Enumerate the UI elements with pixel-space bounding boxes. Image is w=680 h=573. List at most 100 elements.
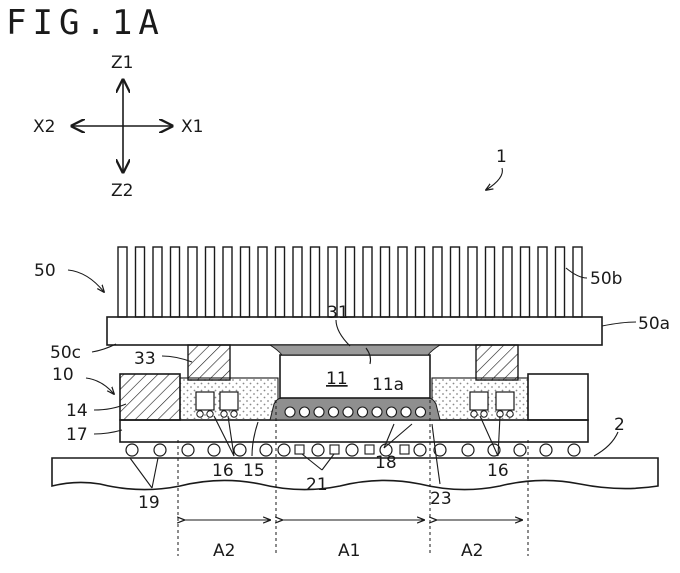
solder-ball: [311, 443, 325, 457]
solder-ball: [207, 443, 221, 457]
passive-component: [195, 391, 215, 418]
thermal-interface-material: [268, 344, 442, 356]
heatsink-fins: [117, 246, 583, 318]
axis-cross: Z1 Z2 X1 X2: [33, 53, 203, 201]
heatsink-fin: [502, 246, 513, 318]
component-block-right: [527, 373, 589, 421]
region-dimensions: A2 A1 A2: [184, 520, 522, 561]
heatsink-fin: [554, 246, 566, 318]
label-50: 50: [34, 261, 56, 281]
heatsink-fin: [239, 246, 251, 318]
solder-ball: [513, 443, 527, 457]
chip-bump: [371, 406, 383, 418]
heatsink-fin: [222, 246, 233, 318]
heatsink-fin: [362, 246, 373, 318]
leader-33: [161, 355, 193, 363]
chip-bump: [327, 406, 340, 418]
component-block: [119, 373, 181, 421]
label-50a: 50a: [638, 314, 670, 334]
reference-labels: 50 50b 50a 50c 10 33 31 11 11a 14 17 16 …: [34, 261, 670, 513]
board-pads: [294, 444, 410, 455]
leader-16-b: [227, 415, 235, 457]
passive-component: [219, 391, 239, 418]
solder-ball: [413, 443, 427, 457]
z2-label: Z2: [111, 181, 133, 201]
label-33: 33: [134, 349, 156, 369]
region-a2-right-label: A2: [461, 541, 483, 561]
chip-bump: [400, 406, 412, 418]
chip-bumps: [284, 406, 427, 418]
label-16-left: 16: [212, 461, 234, 481]
label-15: 15: [243, 461, 265, 481]
region-a2-left-label: A2: [213, 541, 235, 561]
z1-label: Z1: [111, 53, 133, 73]
pad: [329, 444, 340, 455]
solder-ball: [539, 443, 553, 457]
label-17: 17: [66, 425, 88, 445]
figure-title: FIG.1A: [6, 3, 165, 43]
leader-16-d: [497, 415, 501, 457]
region-boundaries: [177, 400, 529, 556]
heatsink-fin: [309, 246, 321, 318]
solder-balls: [125, 443, 581, 457]
heatsink-fin: [414, 246, 426, 318]
underfill: [269, 397, 441, 421]
label-19: 19: [138, 493, 160, 513]
chip-bump: [284, 406, 296, 418]
heatsink-fin: [117, 246, 128, 318]
leader-31: [335, 319, 351, 347]
heatsink-fin: [134, 246, 146, 318]
solder-ball: [259, 443, 273, 457]
label-14: 14: [66, 401, 88, 421]
heatsink-fin: [432, 246, 443, 318]
region-a1-label: A1: [338, 541, 360, 561]
leader-50a: [601, 321, 637, 327]
label-18: 18: [375, 453, 397, 473]
chip-bump: [313, 406, 325, 418]
chip-bump: [298, 406, 311, 418]
label-2: 2: [614, 415, 625, 435]
heatsink-fin: [187, 246, 198, 318]
chip-bump: [385, 406, 398, 418]
label-23: 23: [430, 489, 452, 509]
solder-ball: [277, 443, 291, 457]
solder-ball: [125, 443, 139, 457]
label-50c: 50c: [50, 343, 81, 363]
leader-16-c: [479, 415, 499, 457]
label-50b: 50b: [590, 269, 622, 289]
leader-16-a: [213, 415, 235, 457]
pad: [294, 444, 305, 455]
circuit-board: [51, 457, 659, 491]
label-11: 11: [326, 369, 348, 389]
pad: [399, 444, 410, 455]
heatsink-fin: [169, 246, 181, 318]
heatsink-fin: [449, 246, 461, 318]
label-16-right: 16: [487, 461, 509, 481]
x1-label: X1: [181, 117, 203, 137]
leader-19-a: [129, 457, 153, 489]
passive-components: [195, 391, 515, 418]
solder-ball: [233, 443, 247, 457]
heatsink-fin: [152, 246, 163, 318]
solder-ball: [345, 443, 359, 457]
leader-19-b: [151, 457, 159, 489]
leader-21-b: [321, 453, 335, 471]
heatsink-base: [106, 316, 603, 346]
label-10: 10: [52, 365, 74, 385]
solder-ball: [567, 443, 581, 457]
heatsink-fin: [257, 246, 268, 318]
heatsink-fin: [537, 246, 548, 318]
spacer-left: [187, 344, 231, 381]
semiconductor-chip: [279, 354, 431, 399]
heatsink-fin: [484, 246, 496, 318]
chip-bump: [342, 406, 354, 418]
x2-label: X2: [33, 117, 55, 137]
heatsink-fin: [467, 246, 478, 318]
leader-17: [93, 429, 123, 435]
passive-component: [469, 391, 489, 418]
package-substrate: [119, 419, 589, 443]
solder-ball: [181, 443, 195, 457]
pad: [364, 444, 375, 455]
